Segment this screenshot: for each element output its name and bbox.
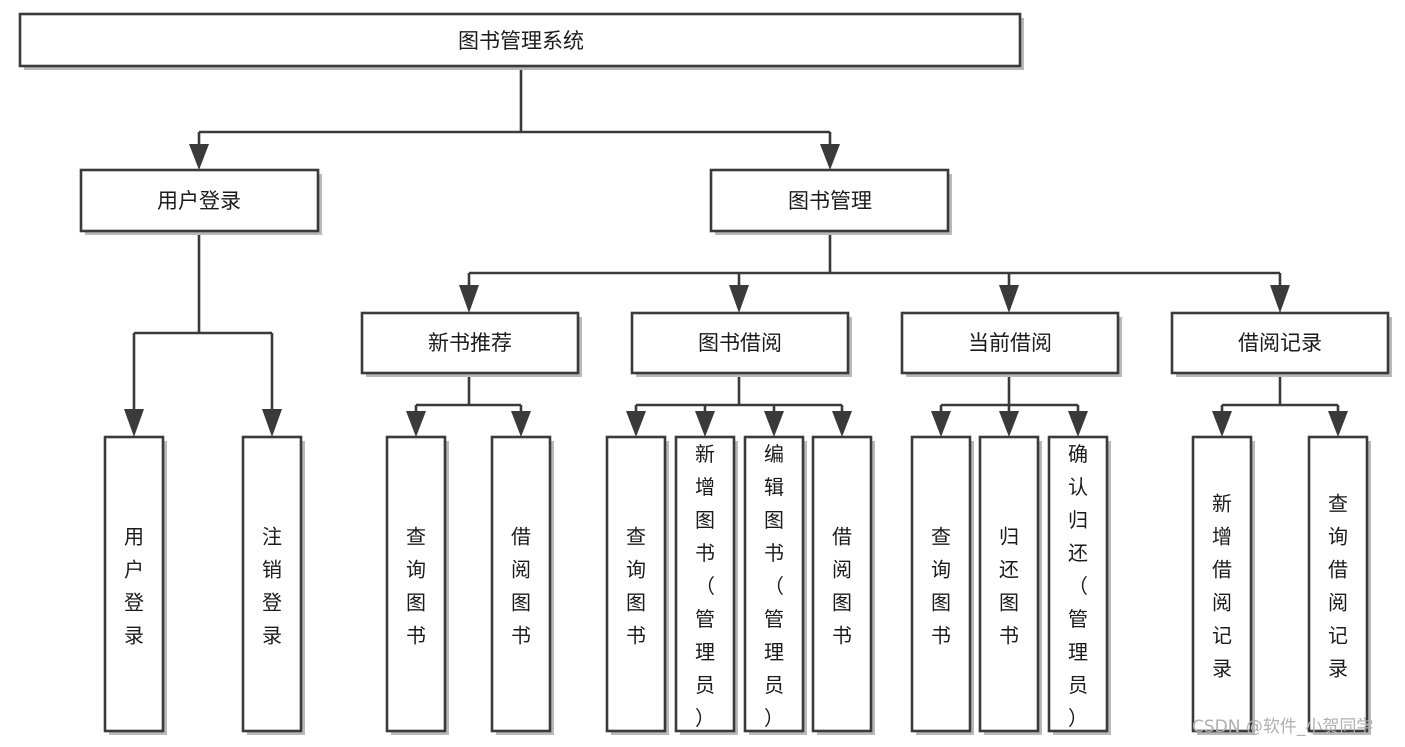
node-leaf-user-login[interactable]: 用户登录: [103, 435, 167, 735]
node-current-borrow-box: [900, 311, 1120, 375]
arrow-head-new-book-recommend: [459, 285, 479, 313]
arrow-head-current-borrow: [999, 285, 1019, 313]
node-leaf-query-book-current[interactable]: 查询图书: [910, 435, 974, 735]
node-new-book-recommend[interactable]: 新书推荐: [360, 311, 582, 377]
arrow-head-leaf-user-login: [124, 409, 144, 437]
node-leaf-confirm-return-admin-box: [1047, 435, 1109, 733]
node-book-borrow-box: [630, 311, 850, 375]
node-new-book-recommend-label: 新书推荐: [428, 331, 512, 355]
node-leaf-borrow-book-rec-label: 借阅图书: [511, 525, 531, 648]
node-leaf-query-book-borrow-label: 查询图书: [626, 525, 646, 648]
arrow-head-user-login: [189, 144, 209, 170]
node-leaf-user-logout[interactable]: 注销登录: [241, 435, 305, 735]
node-root[interactable]: 图书管理系统: [18, 12, 1024, 70]
node-leaf-query-book-rec-label: 查询图书: [406, 525, 426, 648]
node-leaf-query-book-current-label: 查询图书: [931, 525, 951, 648]
node-leaf-query-borrow-record[interactable]: 查询借阅记录: [1307, 435, 1371, 735]
node-leaf-user-login-label: 用户登录: [124, 525, 144, 648]
node-borrow-record-box: [1170, 311, 1390, 375]
arrow-head-leaf-query-book-rec: [406, 411, 426, 437]
node-root-label: 图书管理系统: [458, 29, 584, 53]
node-leaf-return-book-box: [978, 435, 1040, 733]
arrow-head-leaf-confirm-return-admin: [1068, 411, 1088, 437]
node-borrow-record[interactable]: 借阅记录: [1170, 311, 1392, 377]
node-leaf-user-logout-box: [241, 435, 303, 733]
node-leaf-borrow-book[interactable]: 借阅图书: [811, 435, 875, 735]
node-leaf-user-login-box: [103, 435, 165, 733]
node-user-login-box: [79, 168, 320, 233]
node-leaf-borrow-book-rec-box: [490, 435, 552, 733]
node-book-borrow-label: 图书借阅: [698, 331, 782, 355]
node-book-management-label: 图书管理: [788, 189, 872, 213]
node-leaf-confirm-return-admin-label: 确认归还（管理员）: [1068, 442, 1088, 730]
node-leaf-edit-book-admin-box: [743, 435, 805, 733]
node-leaf-add-borrow-record[interactable]: 新增借阅记录: [1191, 435, 1255, 735]
node-book-management[interactable]: 图书管理: [709, 168, 952, 235]
node-leaf-query-book-rec[interactable]: 查询图书: [385, 435, 449, 735]
arrow-head-leaf-query-borrow-record: [1328, 411, 1348, 437]
node-leaf-edit-book-admin[interactable]: 编辑图书（管理员）: [743, 435, 807, 735]
node-leaf-return-book[interactable]: 归还图书: [978, 435, 1042, 735]
node-leaf-query-book-rec-box: [385, 435, 447, 733]
arrow-head-leaf-query-book-borrow: [626, 411, 646, 437]
node-leaf-borrow-book-rec[interactable]: 借阅图书: [490, 435, 554, 735]
node-leaf-return-book-label: 归还图书: [999, 525, 1019, 648]
node-leaf-user-logout-label: 注销登录: [262, 525, 282, 648]
node-leaf-borrow-book-label: 借阅图书: [832, 525, 852, 648]
node-leaf-add-book-admin[interactable]: 新增图书（管理员）: [674, 435, 738, 735]
node-leaf-add-book-admin-label: 新增图书（管理员）: [695, 442, 715, 730]
node-current-borrow[interactable]: 当前借阅: [900, 311, 1122, 377]
node-leaf-edit-book-admin-label: 编辑图书（管理员）: [764, 442, 784, 730]
arrow-head-borrow-record: [1270, 285, 1290, 313]
csdn-watermark: CSDN @软件_小贺同学: [1192, 717, 1373, 737]
node-leaf-query-borrow-record-box: [1307, 435, 1369, 733]
node-borrow-record-label: 借阅记录: [1238, 331, 1322, 355]
node-leaf-query-borrow-record-label: 查询借阅记录: [1328, 492, 1348, 681]
node-user-login[interactable]: 用户登录: [79, 168, 322, 235]
arrow-head-book-borrow: [729, 285, 749, 313]
node-current-borrow-label: 当前借阅: [968, 331, 1052, 355]
arrow-head-leaf-borrow-book-rec: [511, 411, 531, 437]
arrow-head-leaf-add-borrow-record: [1212, 411, 1232, 437]
node-root-box: [18, 12, 1022, 68]
arrow-head-leaf-add-book-admin: [695, 411, 715, 437]
connector-layer: [124, 68, 1348, 437]
arrow-head-leaf-borrow-book: [832, 411, 852, 437]
node-leaf-confirm-return-admin[interactable]: 确认归还（管理员）: [1047, 435, 1111, 735]
arrow-head-leaf-query-book-current: [931, 411, 951, 437]
node-leaf-query-book-borrow-box: [605, 435, 667, 733]
node-leaf-query-book-current-box: [910, 435, 972, 733]
arrow-head-book-management: [820, 144, 840, 170]
arrow-head-leaf-user-logout: [262, 409, 282, 437]
node-leaf-add-borrow-record-label: 新增借阅记录: [1212, 492, 1232, 681]
node-leaf-add-book-admin-box: [674, 435, 736, 733]
node-book-management-box: [709, 168, 950, 233]
node-user-login-label: 用户登录: [157, 189, 241, 213]
arrow-head-leaf-return-book: [999, 411, 1019, 437]
node-leaf-add-borrow-record-box: [1191, 435, 1253, 733]
node-leaf-query-book-borrow[interactable]: 查询图书: [605, 435, 669, 735]
arrow-head-leaf-edit-book-admin: [764, 411, 784, 437]
node-leaf-borrow-book-box: [811, 435, 873, 733]
node-book-borrow[interactable]: 图书借阅: [630, 311, 852, 377]
node-new-book-recommend-box: [360, 311, 580, 375]
